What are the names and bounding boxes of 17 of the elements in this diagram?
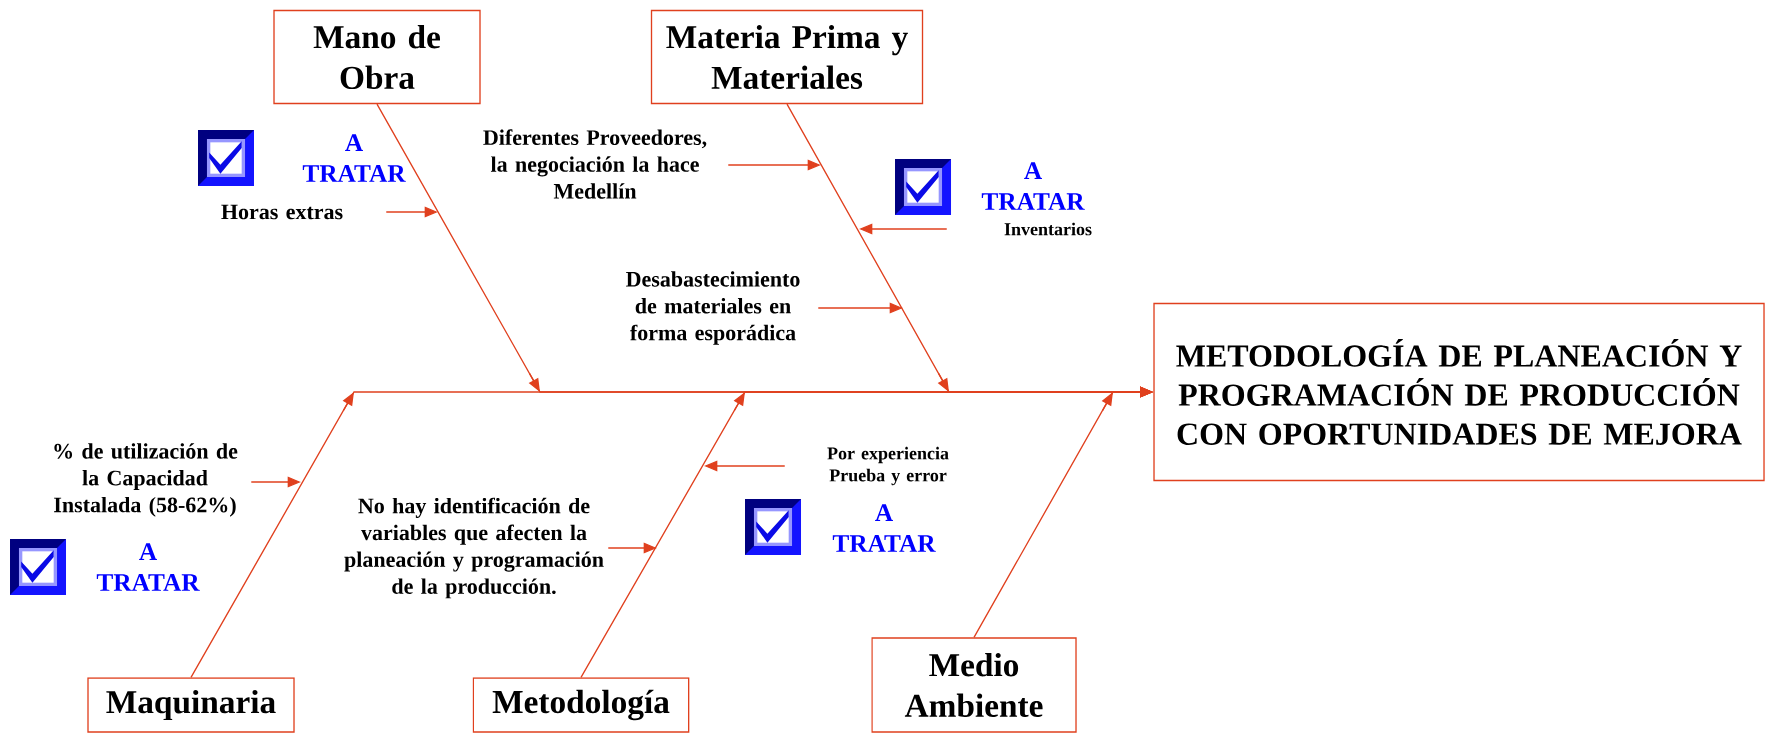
cause-text: Inventarios — [1004, 222, 1092, 236]
cause-box: Medio Ambiente — [871, 637, 1077, 733]
cause-text: Desabastecimiento de materiales en forma esporádica — [626, 271, 800, 345]
status-text: A TRATAR — [96, 543, 200, 591]
cause-box: METODOLOGÍA DE PLANEACIÓN Y PROGRAMACIÓN DE PRODUCCIÓN CON OPORTUNIDADES DE MEJORA — [1153, 302, 1765, 482]
cause-box: Metodología — [472, 677, 690, 733]
cause-text: % de utilización de la Capacidad Instalada (58-62%) — [54, 443, 238, 517]
status-text: A TRATAR — [981, 162, 1085, 210]
cause-text: Horas extras — [221, 204, 343, 220]
cause-text: Por experiencia Prueba y error — [827, 446, 949, 486]
cause-box: Mano de Obra — [273, 9, 481, 105]
cause-text: No hay identificación de variables que afecten la planeación y programación de la producción. — [344, 497, 604, 599]
cause-box: Materia Prima y Materiales — [650, 9, 924, 105]
status-text: A TRATAR — [832, 504, 936, 552]
cause-box: Maquinaria — [87, 677, 295, 733]
cause-text: Diferentes Proveedores, la negociación la hace Medellín — [483, 129, 707, 199]
status-text: A TRATAR — [302, 134, 406, 182]
